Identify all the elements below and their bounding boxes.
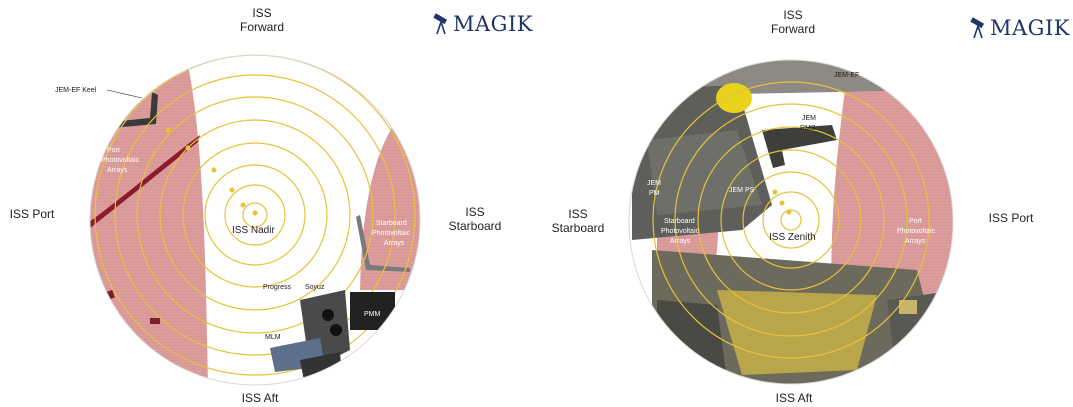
pmm-label: PMM [364, 311, 381, 318]
port-pv-label-1: Port [107, 147, 120, 154]
nadir-fisheye-view: JEM-EF Keel Port Photovoltaic Arrays ISS… [55, 54, 421, 386]
jem-pm-label-1: JEM [647, 180, 661, 187]
stbd-pv-label-2: Photovoltaic [661, 228, 700, 235]
port-pv-label-3: Arrays [107, 167, 128, 174]
starboard-label: ISS Starboard [448, 205, 502, 233]
jem-ps-label: JEM PS [729, 187, 755, 194]
jem-ef-keel-label: JEM-EF Keel [55, 87, 97, 94]
nadir-center-label: ISS Nadir [232, 225, 275, 236]
stbd-pv-label-3: Arrays [384, 240, 405, 247]
nadir-view-panel: ISS Forward ISS Aft ISS Port ISS Starboa… [0, 0, 536, 407]
jem-ef-keel [110, 92, 158, 128]
jem-ef-label: JEM-EF [834, 72, 859, 79]
mlm-label: MLM [265, 334, 281, 341]
magik-logo: MAGIK [969, 16, 1070, 40]
jem-rms-label-1: JEM [802, 115, 816, 122]
magik-logo: MAGIK [432, 12, 533, 36]
forward-label: ISS Forward [770, 8, 815, 36]
zenith-fisheye-view: JEM-EF JEM RMS JEM PM JEM PS Starboard P… [628, 59, 954, 385]
forward-label: ISS Forward [239, 6, 284, 34]
stbd-pv-label-1: Starboard [376, 220, 407, 227]
port-pv-label-2: Photovoltaic [101, 157, 140, 164]
stbd-pv-label-2: Photovoltaic [372, 230, 411, 237]
jem-pm-label-2: PM [649, 190, 660, 197]
zenith-center-label: ISS Zenith [769, 232, 816, 243]
soyuz-label: Soyuz [305, 284, 325, 291]
port-truss [90, 135, 200, 232]
iss-modules-aft [270, 290, 395, 385]
port-label: ISS Port [9, 207, 55, 221]
stbd-pv-label-1: Starboard [664, 218, 695, 225]
port-pv-label-1: Port [909, 218, 922, 225]
logo-text: MAGIK [990, 16, 1070, 40]
jem-rms-label-2: RMS [800, 125, 816, 132]
aft-label: ISS Aft [241, 391, 279, 405]
logo-text: MAGIK [453, 12, 533, 36]
telescope-icon [970, 17, 985, 39]
starboard-label: ISS Starboard [551, 207, 605, 235]
yellow-dome [716, 83, 752, 113]
port-label: ISS Port [988, 211, 1034, 225]
zenith-view-panel: ISS Forward ISS Aft ISS Port ISS Starboa… [537, 0, 1073, 407]
starboard-photovoltaic-arrays [360, 110, 420, 290]
port-pv-label-2: Photovoltaic [897, 228, 936, 235]
aft-label: ISS Aft [775, 391, 813, 405]
jem-rms-arm [762, 125, 837, 168]
port-pv-label-3: Arrays [905, 238, 926, 245]
telescope-icon [433, 13, 448, 35]
progress-label: Progress [263, 284, 292, 291]
stbd-pv-label-3: Arrays [670, 238, 691, 245]
